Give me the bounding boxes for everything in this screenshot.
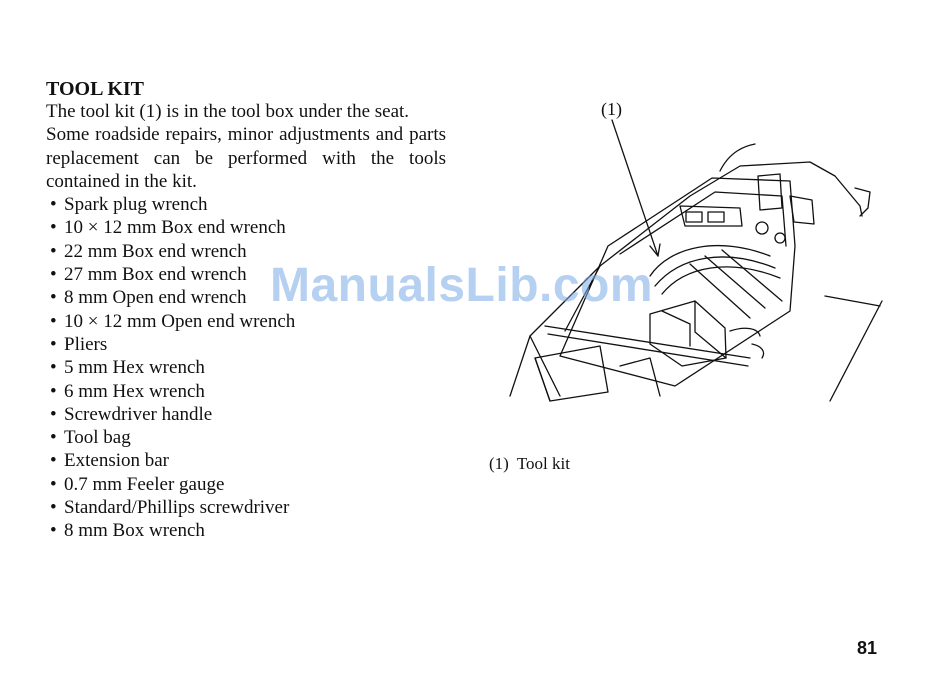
callout-label: (1) bbox=[601, 99, 622, 119]
body-paragraph: Some roadside repairs, minor adjustments… bbox=[46, 124, 446, 192]
caption-text: Tool kit bbox=[516, 454, 570, 473]
bullet-icon: • bbox=[50, 310, 57, 332]
figure-caption: (1) Tool kit bbox=[489, 454, 570, 474]
bullet-icon: • bbox=[50, 380, 57, 402]
tool-label: Screwdriver handle bbox=[64, 403, 213, 425]
tool-list: • Spark plug wrench • 10 × 12 mm Box end w… bbox=[46, 193, 446, 542]
tool-label: Spark plug wrench bbox=[64, 194, 208, 216]
list-item: • 0.7 mm Feeler gauge bbox=[46, 473, 446, 496]
list-item: • 8 mm Open end wrench bbox=[46, 286, 446, 309]
list-item: • 27 mm Box end wrench bbox=[46, 263, 446, 286]
tool-label: 8 mm Box wrench bbox=[64, 520, 205, 542]
bullet-icon: • bbox=[50, 450, 57, 472]
bullet-icon: • bbox=[50, 357, 57, 379]
list-item: • 22 mm Box end wrench bbox=[46, 240, 446, 263]
watermark: ManualsLib.com bbox=[270, 259, 654, 312]
list-item: • 10 × 12 mm Open end wrench bbox=[46, 310, 446, 333]
list-item: • 8 mm Box wrench bbox=[46, 519, 446, 542]
tool-box-illustration bbox=[509, 119, 883, 402]
list-item: • 10 × 12 mm Box end wrench bbox=[46, 216, 446, 239]
tool-label: Standard/Phillips screwdriver bbox=[64, 497, 290, 519]
tool-label: 27 mm Box end wrench bbox=[64, 264, 247, 286]
tool-label: 10 × 12 mm Box end wrench bbox=[64, 217, 286, 239]
tool-label: 6 mm Hex wrench bbox=[64, 380, 205, 402]
list-item: • Extension bar bbox=[46, 449, 446, 472]
bullet-icon: • bbox=[50, 287, 57, 309]
list-item: • Spark plug wrench bbox=[46, 193, 446, 216]
tool-label: 5 mm Hex wrench bbox=[64, 357, 205, 379]
bullet-icon: • bbox=[50, 264, 57, 286]
tool-label: Extension bar bbox=[64, 450, 170, 472]
bullet-icon: • bbox=[50, 497, 57, 519]
bullet-icon: • bbox=[50, 194, 57, 216]
tool-label: 10 × 12 mm Open end wrench bbox=[64, 310, 296, 332]
bullet-icon: • bbox=[50, 240, 57, 262]
caption-number: (1) bbox=[489, 454, 509, 473]
tool-label: Tool bag bbox=[64, 427, 131, 449]
bullet-icon: • bbox=[50, 217, 57, 239]
tool-label: 8 mm Open end wrench bbox=[64, 287, 247, 309]
tool-label: 0.7 mm Feeler gauge bbox=[64, 473, 225, 495]
bullet-icon: • bbox=[50, 520, 57, 542]
bullet-icon: • bbox=[50, 333, 57, 355]
text-column: TOOL KIT The tool kit (1) is in the tool… bbox=[46, 78, 446, 543]
list-item: • Pliers bbox=[46, 333, 446, 356]
section-heading: TOOL KIT bbox=[46, 78, 145, 100]
page-number: 81 bbox=[857, 638, 878, 658]
list-item: • 6 mm Hex wrench bbox=[46, 380, 446, 403]
list-item: • Tool bag bbox=[46, 426, 446, 449]
bullet-icon: • bbox=[50, 403, 57, 425]
bullet-icon: • bbox=[50, 473, 57, 495]
list-item: • Screwdriver handle bbox=[46, 403, 446, 426]
list-item: • 5 mm Hex wrench bbox=[46, 356, 446, 379]
tool-label: 22 mm Box end wrench bbox=[64, 240, 247, 262]
tool-label: Pliers bbox=[64, 333, 108, 355]
list-item: • Standard/Phillips screwdriver bbox=[46, 496, 446, 519]
intro-paragraph: The tool kit (1) is in the tool box unde… bbox=[46, 101, 410, 122]
bullet-icon: • bbox=[50, 427, 57, 449]
